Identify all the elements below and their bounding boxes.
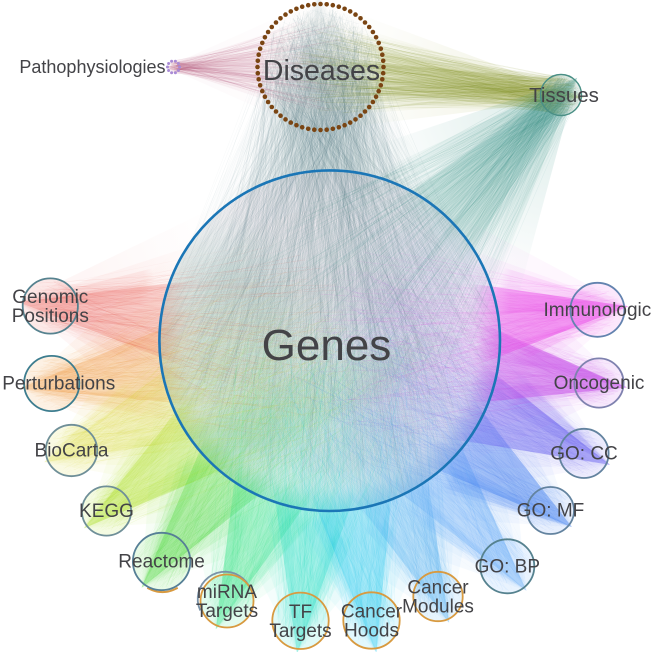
svg-text:Tissues: Tissues xyxy=(529,84,599,107)
svg-text:Oncogenic: Oncogenic xyxy=(554,373,645,394)
svg-text:Cancer: Cancer xyxy=(407,578,469,599)
svg-text:miRNA: miRNA xyxy=(197,582,257,603)
svg-text:Modules: Modules xyxy=(402,597,474,618)
svg-text:TF: TF xyxy=(289,602,312,623)
svg-text:Reactome: Reactome xyxy=(118,552,205,573)
svg-text:Hoods: Hoods xyxy=(344,621,399,642)
svg-text:Cancer: Cancer xyxy=(341,602,403,623)
svg-text:GO: MF: GO: MF xyxy=(517,501,585,522)
svg-text:Targets: Targets xyxy=(196,601,258,622)
svg-text:Diseases: Diseases xyxy=(263,55,380,87)
svg-text:GO: CC: GO: CC xyxy=(550,443,618,464)
svg-text:Pathophysiologies: Pathophysiologies xyxy=(19,57,165,77)
svg-text:GO: BP: GO: BP xyxy=(475,556,540,577)
svg-text:Perturbations: Perturbations xyxy=(2,374,115,395)
svg-text:Genes: Genes xyxy=(262,321,392,370)
svg-text:Genomic: Genomic xyxy=(12,287,88,308)
svg-text:Targets: Targets xyxy=(269,621,331,642)
svg-text:Immunologic: Immunologic xyxy=(544,300,652,321)
svg-text:Positions: Positions xyxy=(12,306,89,327)
svg-text:BioCarta: BioCarta xyxy=(35,441,109,462)
svg-text:KEGG: KEGG xyxy=(79,501,134,522)
